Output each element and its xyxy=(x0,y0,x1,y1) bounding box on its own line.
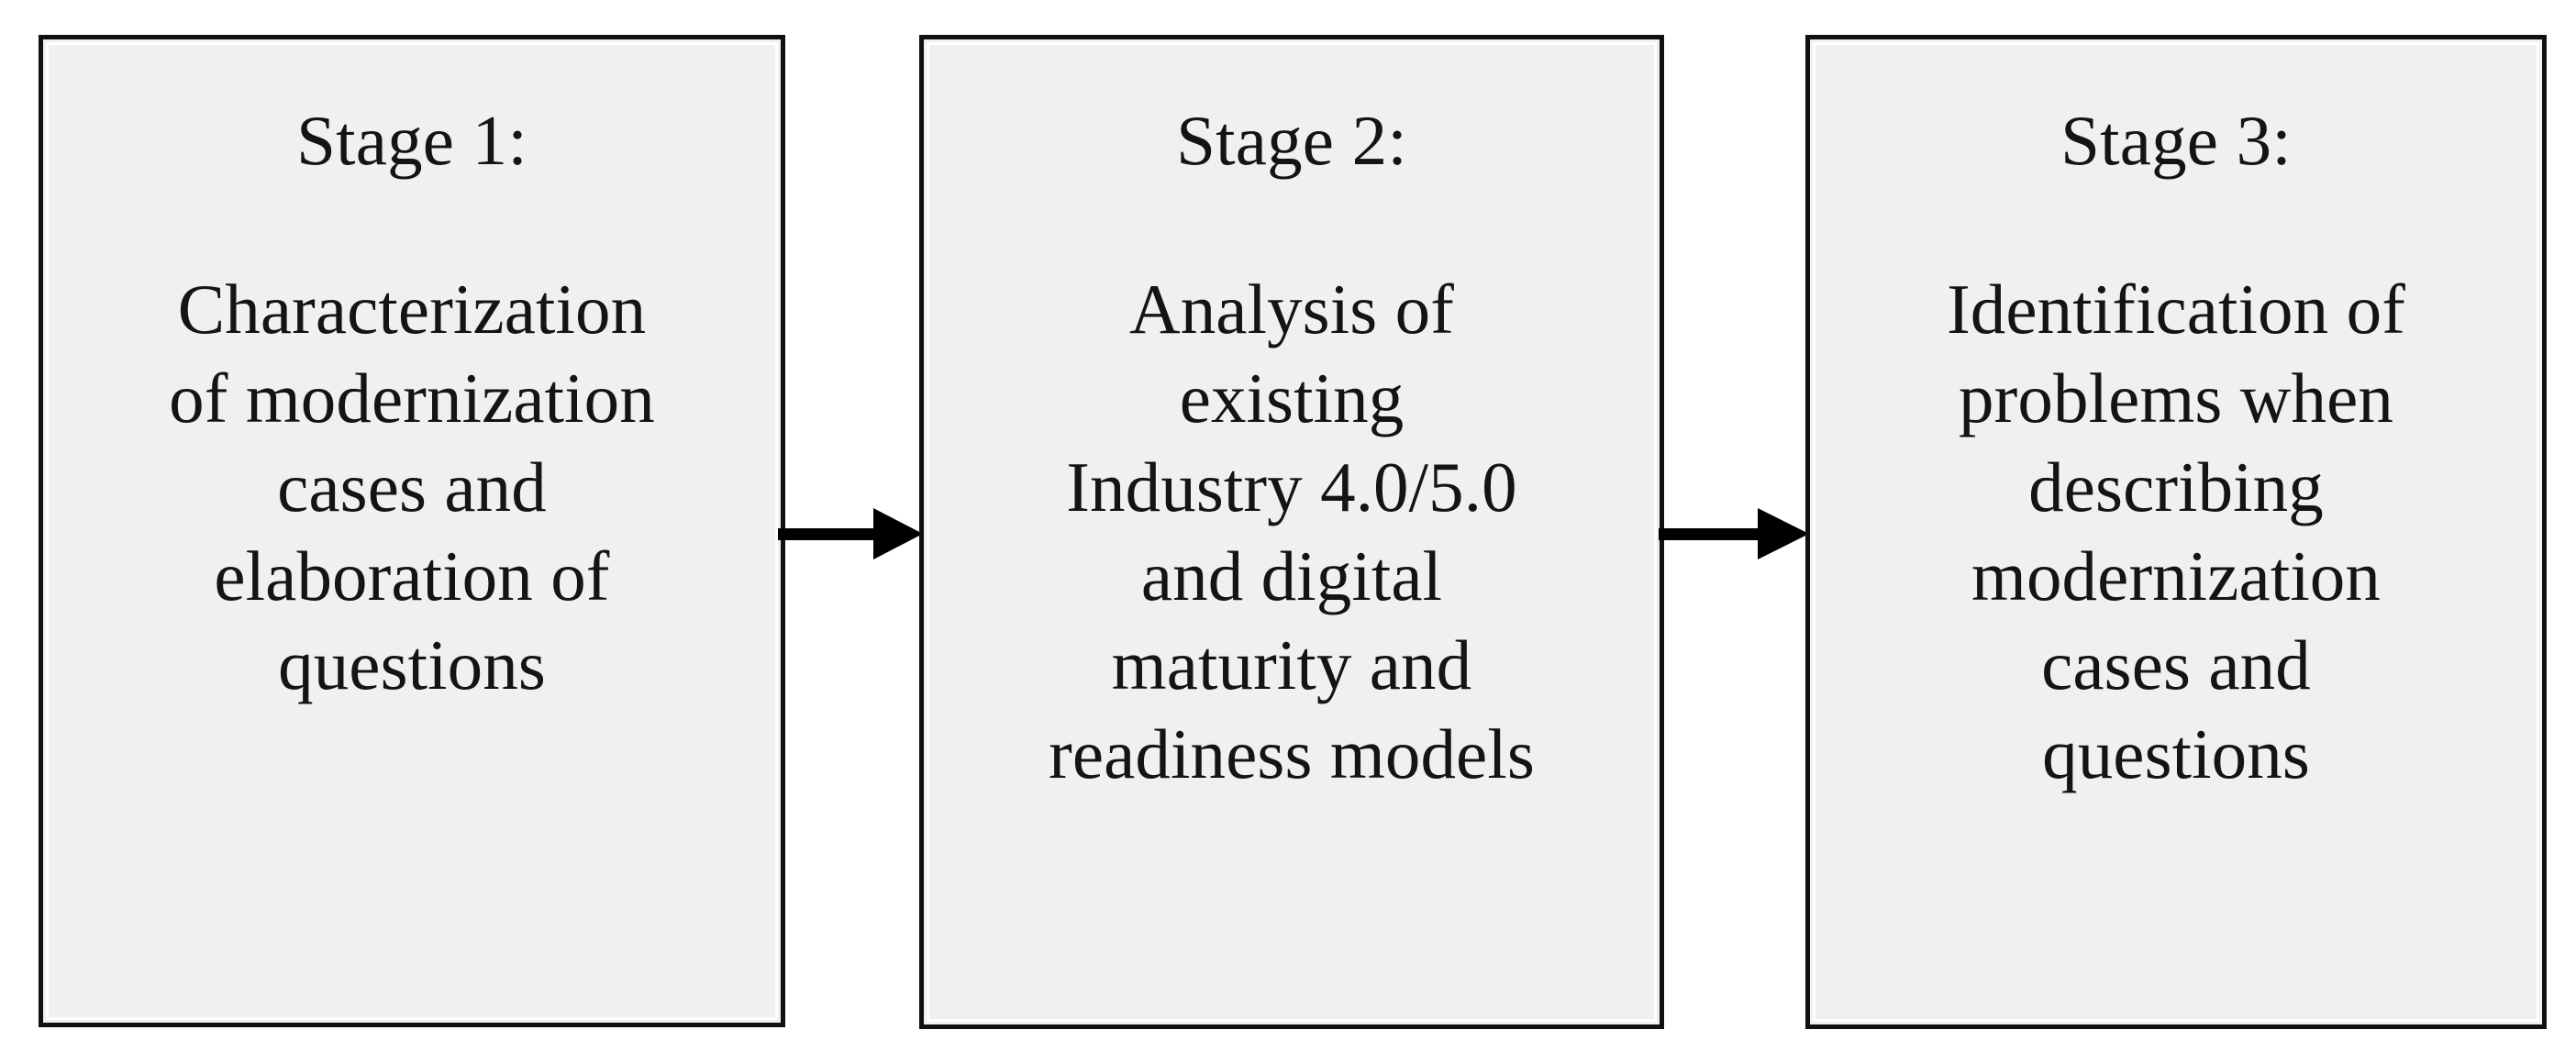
stage-3-body: Identification of problems when describi… xyxy=(1947,270,2405,793)
stage-3-title: Stage 3: xyxy=(2060,101,2292,180)
arrow-right-icon-2 xyxy=(1659,504,1811,563)
stage-box-3: Stage 3: Identification of problems when… xyxy=(1805,35,2547,1029)
stage-box-2: Stage 2: Analysis of existing Industry 4… xyxy=(919,35,1664,1029)
stage-box-1: Stage 1: Characterization of modernizati… xyxy=(39,35,785,1027)
stage-1-title: Stage 1: xyxy=(296,101,527,180)
stage-2-title: Stage 2: xyxy=(1176,101,1407,180)
arrow-right-icon-1 xyxy=(778,504,925,563)
stage-2-body: Analysis of existing Industry 4.0/5.0 an… xyxy=(1049,270,1535,793)
stage-1-body: Characterization of modernization cases … xyxy=(169,270,655,704)
